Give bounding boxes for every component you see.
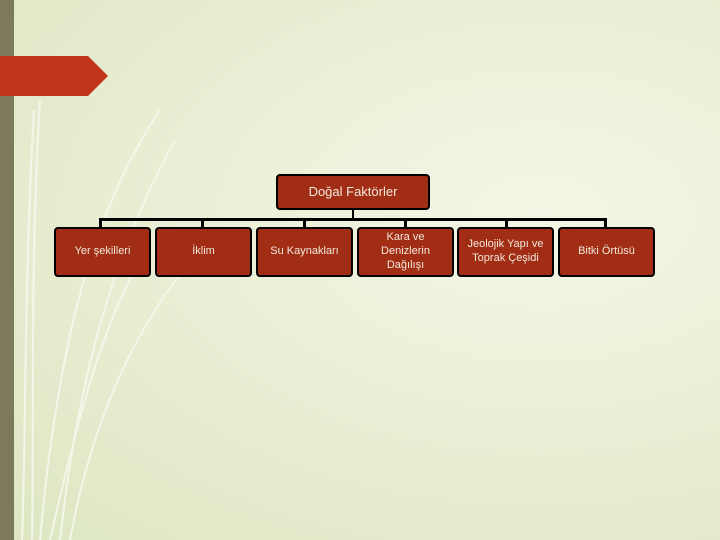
child-node-yer-sekilleri: Yer şekilleri (54, 227, 151, 277)
root-node: Doğal Faktörler (276, 174, 430, 210)
child-node-jeolojik-yapi: Jeolojik Yapı ve Toprak Çeşidi (457, 227, 554, 277)
branch-horizontal-line (99, 218, 607, 221)
child-node-iklim: İklim (155, 227, 252, 277)
accent-tab (0, 56, 108, 96)
child-node-kara-ve-denizlerin-dagilisi: Kara ve Denizlerin Dağılışı (357, 227, 454, 277)
child-node-su-kaynaklari: Su Kaynakları (256, 227, 353, 277)
child-node-bitki-ortusu: Bitki Örtüsü (558, 227, 655, 277)
